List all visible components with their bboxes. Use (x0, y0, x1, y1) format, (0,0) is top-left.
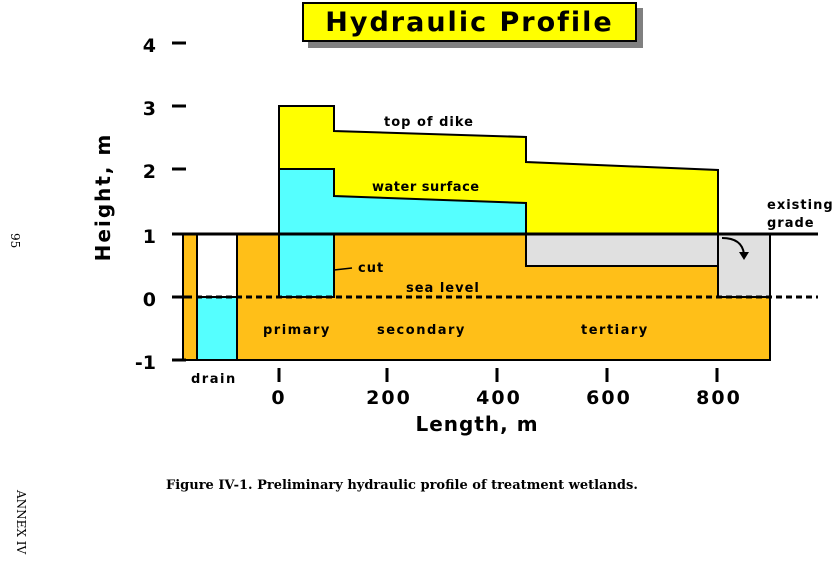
tertiary-cell-label: tertiary (581, 323, 649, 338)
existing-grade-label-line2: grade (767, 216, 815, 231)
diagram-title: Hydraulic Profile (325, 6, 614, 38)
hydraulic-profile-diagram: 4 3 2 1 0 -1 0 200 400 600 800 Length, m… (91, 35, 834, 436)
y-tick-label: 4 (143, 35, 156, 57)
x-tick-label: 0 (271, 387, 286, 409)
primary-cell-label: primary (263, 323, 331, 338)
page-number: 95 (8, 233, 22, 249)
y-axis-title: Height, m (91, 133, 115, 262)
water-surface-label: water surface (372, 180, 480, 195)
annex-label: ANNEX IV (14, 490, 28, 555)
y-tick-label: 1 (143, 226, 156, 248)
x-tick-label: 400 (476, 387, 522, 409)
secondary-cell-label: secondary (377, 323, 466, 338)
x-axis-title: Length, m (415, 412, 538, 436)
drain-label: drain (191, 372, 237, 387)
primary-cell-water (278, 233, 335, 298)
outlet-arrow (721, 237, 745, 255)
y-tick-label: 3 (143, 98, 156, 120)
y-tick-label: 0 (143, 289, 156, 311)
cut-leader (333, 267, 353, 271)
figure-caption: Figure IV-1. Preliminary hydraulic profi… (166, 478, 638, 493)
x-tick-label: 200 (366, 387, 412, 409)
drain-channel (196, 296, 238, 361)
title-box: Hydraulic Profile (302, 2, 637, 42)
outlet-arrowhead (739, 252, 749, 260)
cut-label: cut (358, 261, 384, 276)
x-tick-label: 800 (696, 387, 742, 409)
y-tick-label: 2 (143, 161, 156, 183)
top-of-dike-label: top of dike (384, 115, 474, 130)
existing-grade-label-line1: existing (767, 198, 834, 213)
sea-level-label: sea level (406, 281, 480, 296)
y-tick-label: -1 (135, 352, 156, 374)
x-tick-label: 600 (586, 387, 632, 409)
outlet-grade-region (717, 233, 771, 298)
